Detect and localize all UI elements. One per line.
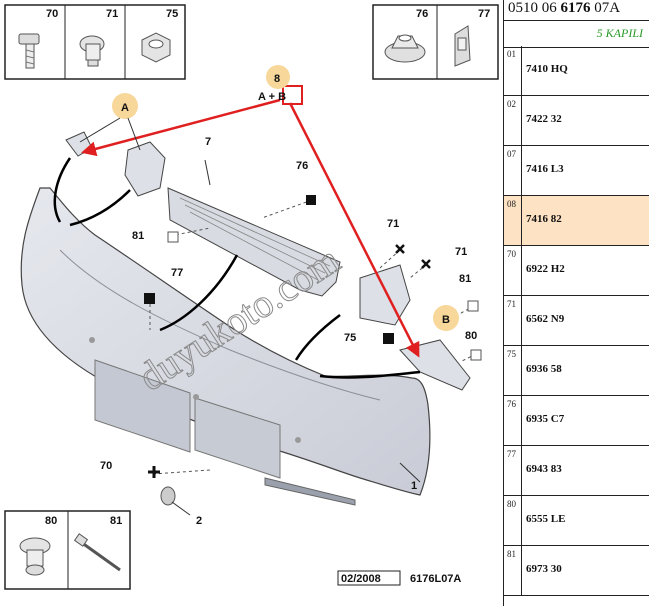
label-1: 1 — [411, 480, 417, 492]
marker-76 — [306, 195, 316, 205]
callout-a: A — [79, 93, 141, 151]
box-label-77: 77 — [478, 8, 490, 20]
part-row-77[interactable]: 77 6943 83 — [504, 446, 649, 496]
label-76: 76 — [296, 160, 308, 172]
impact-beam — [167, 187, 341, 297]
callout-8-label: 8 — [274, 73, 280, 85]
part-row-index: 76 — [504, 396, 522, 445]
flange-nut-icon — [384, 34, 426, 63]
rivet-clip-icon — [19, 537, 51, 576]
part-row-index: 71 — [504, 296, 522, 345]
part-row-index: 75 — [504, 346, 522, 395]
marker-81-left — [167, 231, 179, 243]
part-row-index: 01 — [504, 46, 522, 95]
variant-label: 5 KAPILI — [596, 26, 643, 40]
bottom-left-parts-box: 80 81 — [4, 510, 131, 590]
part-row-code[interactable]: 6562 N9 — [526, 313, 565, 325]
part-row-index: 02 — [504, 96, 522, 145]
part-row-02[interactable]: 02 7422 32 — [504, 96, 649, 146]
callout-arrows — [81, 85, 420, 358]
part-row-code[interactable]: 6973 30 — [526, 563, 562, 575]
left-bracket — [124, 141, 166, 197]
part-row-code[interactable]: 6943 83 — [526, 463, 562, 475]
part-row-code[interactable]: 7410 HQ — [526, 63, 568, 75]
sensor-cap — [160, 486, 176, 506]
part-row-index: 77 — [504, 446, 522, 495]
part-row-index: 08 — [504, 196, 522, 245]
marker-75 — [383, 333, 394, 344]
label-75: 75 — [344, 332, 356, 344]
callout-8: 8 A + B — [258, 65, 290, 103]
label-70: 70 — [100, 460, 112, 472]
box-label-80: 80 — [45, 515, 57, 527]
part-row-81[interactable]: 81 6973 30 — [504, 546, 649, 596]
box-label-81: 81 — [110, 515, 122, 527]
marker-81-right — [467, 300, 479, 312]
part-row-index: 70 — [504, 246, 522, 295]
callout-b: B — [433, 305, 459, 331]
part-row-index: 80 — [504, 496, 522, 545]
box-label-70: 70 — [46, 8, 58, 20]
top-left-parts-box: 70 71 75 — [4, 4, 186, 80]
marker-77 — [144, 293, 155, 304]
footer-codes: 02/2008 6176L07A — [337, 570, 461, 586]
parts-diagram: 70 71 75 76 77 — [4, 4, 499, 590]
part-row-80[interactable]: 80 6555 LE — [504, 496, 649, 546]
part-row-76[interactable]: 76 6935 C7 — [504, 396, 649, 446]
marker-71-a — [395, 244, 405, 254]
label-81-a: 81 — [132, 230, 144, 242]
label-71-a: 71 — [387, 218, 399, 230]
part-row-71[interactable]: 71 6562 N9 — [504, 296, 649, 346]
reference-number: 0510 06 6176 07A — [508, 0, 620, 17]
bolt-icon — [18, 33, 40, 69]
part-row-07[interactable]: 07 7416 L3 — [504, 146, 649, 196]
part-row-code[interactable]: 7416 82 — [526, 213, 562, 225]
callout-a-label: A — [121, 102, 129, 114]
part-row-code[interactable]: 7416 L3 — [526, 163, 564, 175]
part-row-code[interactable]: 7422 32 — [526, 113, 562, 125]
label-81-b: 81 — [459, 273, 471, 285]
label-7: 7 — [205, 136, 211, 148]
hex-nut-icon — [141, 32, 171, 63]
marker-71-b — [421, 259, 431, 269]
label-77: 77 — [171, 267, 183, 279]
reference-suffix: 07A — [590, 0, 621, 16]
drawing-code: 6176L07A — [410, 573, 461, 585]
part-row-code[interactable]: 6935 C7 — [526, 413, 565, 425]
blind-rivet-icon — [73, 533, 121, 572]
part-row-01[interactable]: 01 7410 HQ — [504, 46, 649, 96]
box-label-76: 76 — [416, 8, 428, 20]
marker-70 — [148, 466, 160, 478]
part-row-index: 07 — [504, 146, 522, 195]
push-clip-icon — [79, 35, 105, 67]
callout-b-label: B — [442, 314, 450, 326]
part-row-code[interactable]: 6936 58 — [526, 363, 562, 375]
variant-row: 5 KAPILI — [504, 20, 649, 48]
part-row-code[interactable]: 6555 LE — [526, 513, 566, 525]
label-71-b: 71 — [455, 246, 467, 258]
part-row-75[interactable]: 75 6936 58 — [504, 346, 649, 396]
formula-label: A + B — [258, 91, 286, 103]
reference-prefix: 0510 06 — [508, 0, 561, 16]
part-row-code[interactable]: 6922 H2 — [526, 263, 565, 275]
left-clip — [65, 131, 93, 157]
box-label-75: 75 — [166, 8, 178, 20]
label-2: 2 — [196, 515, 202, 527]
label-80: 80 — [465, 330, 477, 342]
reference-bold: 6176 — [560, 0, 591, 16]
box-label-71: 71 — [106, 8, 118, 20]
part-row-index: 81 — [504, 546, 522, 595]
top-right-parts-box: 76 77 — [372, 4, 499, 80]
spring-clip-icon — [454, 25, 471, 67]
part-row-70[interactable]: 70 6922 H2 — [504, 246, 649, 296]
parts-list-panel: 0510 06 6176 07A 5 KAPILI 01 7410 HQ 02 742… — [503, 0, 649, 606]
marker-80 — [470, 349, 482, 361]
rear-bumper — [20, 187, 431, 506]
drawing-date: 02/2008 — [341, 573, 381, 585]
part-row-08[interactable]: 08 7416 82 — [504, 196, 649, 246]
